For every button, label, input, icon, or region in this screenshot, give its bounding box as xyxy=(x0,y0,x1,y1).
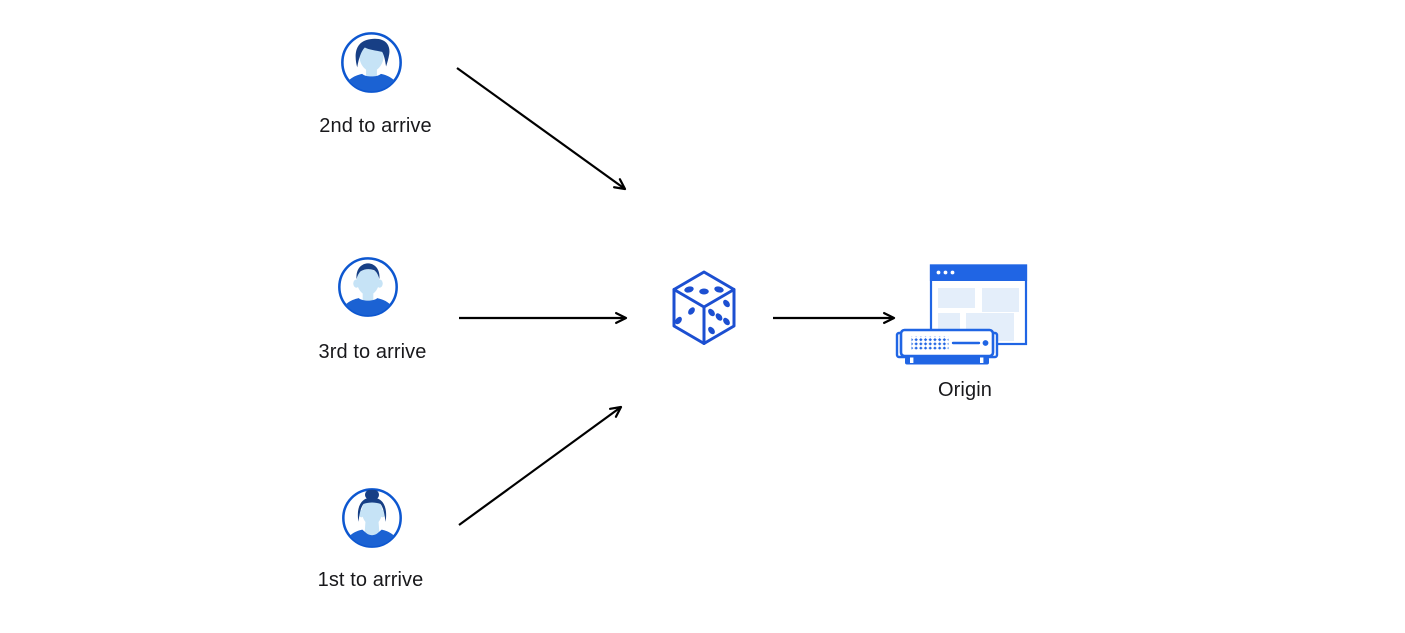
client-label: 2nd to arrive xyxy=(319,115,432,137)
server-icon xyxy=(895,328,999,365)
avatar-woman-bun-icon xyxy=(342,488,402,548)
avatar-man-swept-hair-icon xyxy=(341,32,402,93)
dice-icon xyxy=(672,270,736,345)
client-label: 3rd to arrive xyxy=(318,341,427,363)
origin-label: Origin xyxy=(938,379,992,401)
avatar-man-short-hair-icon xyxy=(338,257,398,317)
arrow-1st-to-dice xyxy=(458,405,623,526)
origin-icon xyxy=(895,264,1028,365)
dice-pips xyxy=(675,286,730,335)
arrow-2nd-to-dice xyxy=(456,67,627,191)
client-label: 1st to arrive xyxy=(317,569,424,591)
